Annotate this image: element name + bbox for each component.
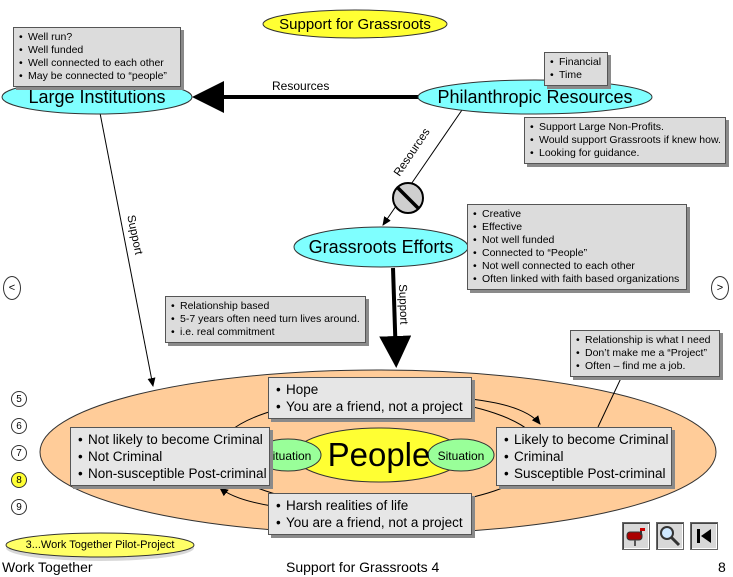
cycle-item: Susceptible Post-criminal [503,465,666,482]
edge-label-support-center: Support [396,284,410,325]
node-philanthropic-ellipse [417,79,653,115]
cycle-item: You are a friend, not a project [275,398,465,415]
node-philanthropic-resources: Philanthropic Resources [437,86,633,107]
note-item: Often – find me a job. [575,360,714,373]
first-slide-button[interactable] [690,522,718,550]
mailbox-icon [626,528,645,546]
footer-center: Support for Grassroots 4 [286,559,440,575]
page-button-8[interactable]: 8 [11,472,27,488]
note-phil-bottom: Support Large Non-Profits. Would support… [524,117,726,164]
note-item: Relationship based [170,300,360,313]
cycle-item: Likely to become Criminal [503,431,669,448]
slide-title: Support for Grassroots [279,15,431,33]
edge-support-center [379,267,412,368]
note-item: Time [549,69,602,82]
note-item: Would support Grassroots if knew how. [529,134,721,147]
cycle-box-bottom: Harsh realities of life You are a friend… [268,493,472,535]
note-item: Connected to “People” [472,247,681,260]
page-button-6[interactable]: 6 [11,418,27,434]
pilot-project-link[interactable]: 3...Work Together Pilot-Project [25,539,175,551]
cycle-box-top: Hope You are a friend, not a project [268,377,472,419]
note-item: Relationship is what I need [575,334,714,347]
note-item: Well run? [18,31,175,44]
note-item: Often linked with faith based organizati… [472,273,681,286]
note-item: May be connected to “people” [18,70,175,83]
page-button-5[interactable]: 5 [11,391,27,407]
page-button-7[interactable]: 7 [11,445,27,461]
footer-left: Work Together [2,559,93,575]
cycle-item: Not likely to become Criminal [77,431,263,448]
note-connector [597,375,623,428]
cycle-item: Not Criminal [77,448,263,465]
note-item: Don’t make me a “Project” [575,347,714,360]
cycle-item: You are a friend, not a project [275,514,465,531]
cycle-arrow-top-right [469,398,541,425]
note-item: i.e. real commitment [170,326,360,339]
note-phil-top: Financial Time [544,52,608,86]
situation-right-ellipse [427,438,495,472]
cycle-arrow-bottom-left [219,487,273,507]
note-item: Well connected to each other [18,57,175,70]
note-item: Financial [549,56,602,69]
note-grassroots: Creative Effective Not well funded Conne… [467,204,687,290]
prohibited-icon [392,182,424,214]
cycle-item: Hope [275,381,465,398]
note-item: Well funded [18,44,175,57]
node-grassroots-efforts: Grassroots Efforts [308,236,454,257]
magnifier-icon [660,526,681,547]
cycle-item: Harsh realities of life [275,497,465,514]
title-ellipse [262,9,448,39]
cycle-box-right: Likely to become Criminal Criminal Susce… [496,427,672,486]
node-situation-left: Situation [264,449,312,463]
next-slide-button[interactable]: > [711,276,729,300]
page-button-9[interactable]: 9 [11,499,27,515]
note-item: Creative [472,208,681,221]
note-item: Effective [472,221,681,234]
search-button[interactable] [656,522,684,550]
prev-slide-button[interactable]: < [3,276,21,300]
node-people: People [327,436,431,473]
note-relationship: Relationship based 5-7 years often need … [165,296,366,343]
node-large-institutions: Large Institutions [28,86,166,107]
note-item: Not well connected to each other [472,260,681,273]
mailbox-button[interactable] [622,522,650,550]
cycle-item: Non-susceptible Post-criminal [77,465,267,482]
cycle-item: Criminal [503,448,665,465]
note-item: Looking for guidance. [529,147,720,160]
note-need: Relationship is what I need Don’t make m… [570,330,720,377]
skip-back-icon [697,529,711,543]
note-item: 5-7 years often need turn lives around. [170,313,360,326]
note-institutions: Well run? Well funded Well connected to … [13,27,181,87]
node-situation-right: Situation [437,449,485,463]
page-number: 8 [718,559,726,575]
edge-label-resources-top: Resources [272,79,330,93]
note-item: Support Large Non-Profits. [529,121,720,134]
edge-support-left [99,112,156,387]
note-item: Not well funded [472,234,681,247]
cycle-box-left: Not likely to become Criminal Not Crimin… [70,427,270,486]
